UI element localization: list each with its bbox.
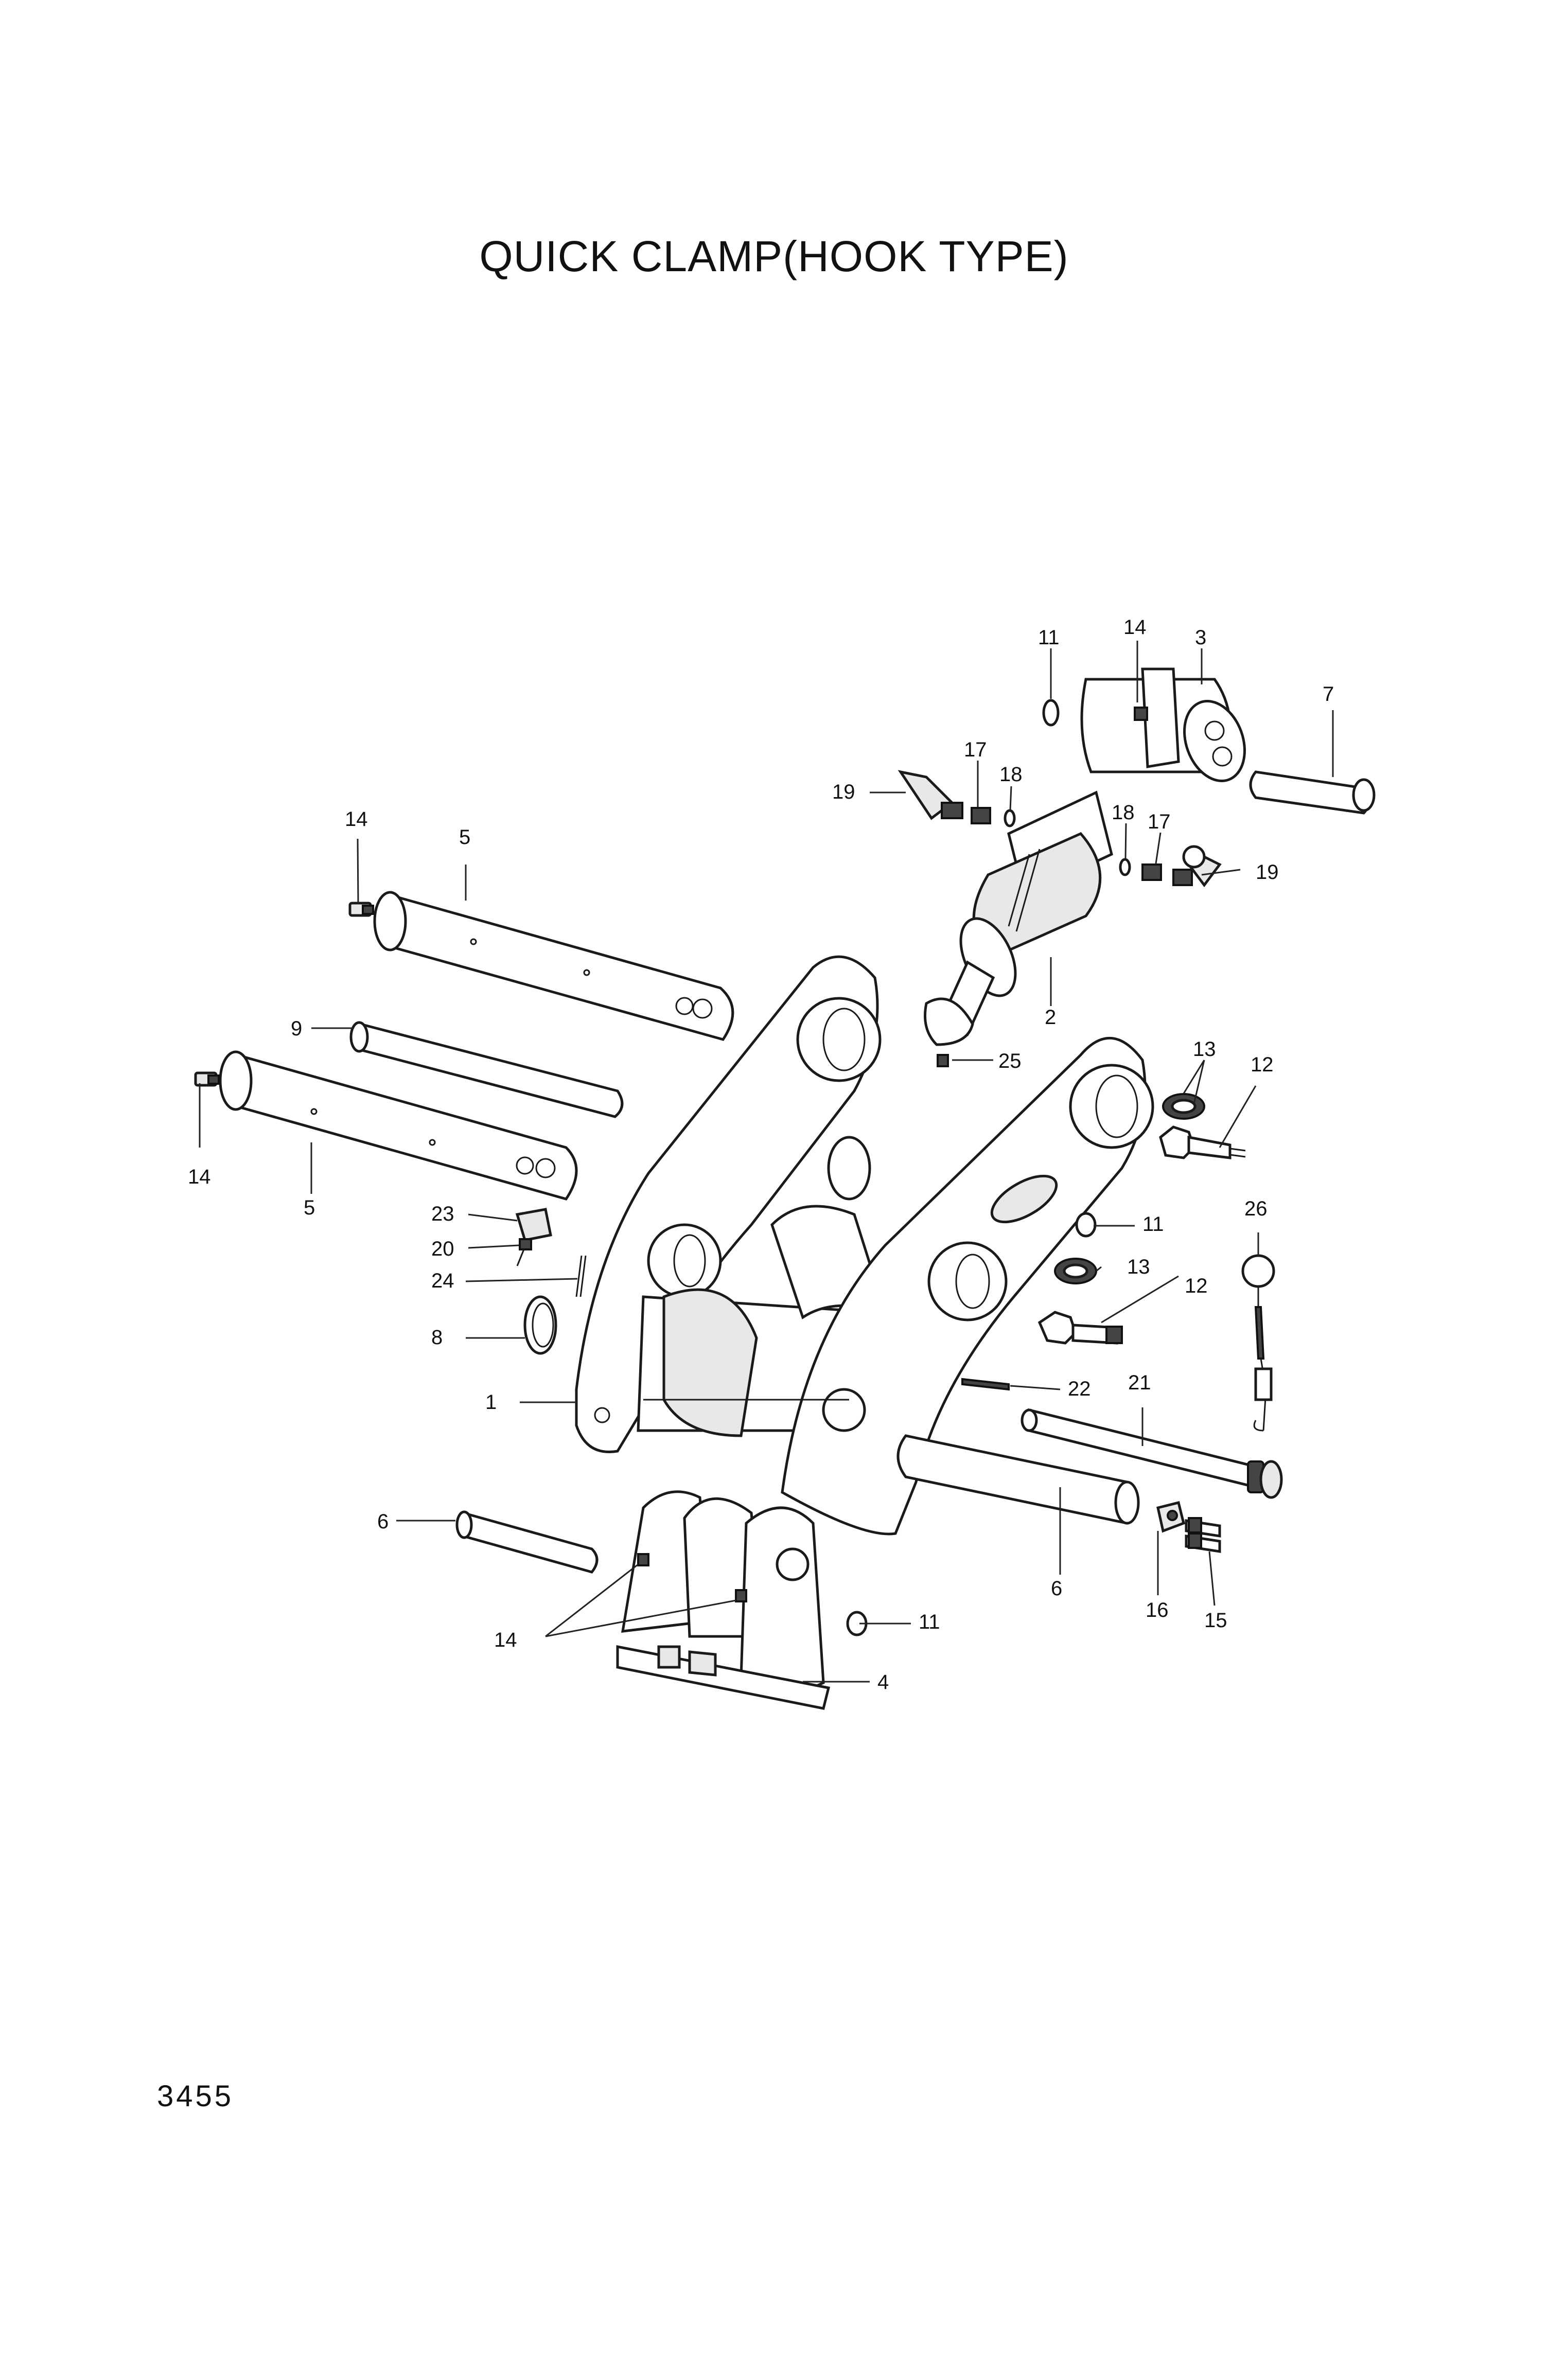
bolt-part-12-lower: [1037, 1311, 1123, 1345]
pin-part-7: [455, 1510, 599, 1574]
callout-16: 16: [1146, 1599, 1169, 1621]
screw-part-20: [516, 1238, 532, 1266]
callout-13-upper: 13: [1193, 1038, 1216, 1061]
callout-20: 20: [431, 1238, 454, 1260]
callout-9: 9: [291, 1017, 302, 1040]
callout-labels: 11 14 3 7 17 18 19 18 17 19 14 5 2 25 13…: [188, 616, 1334, 1694]
callout-10: 8: [431, 1326, 443, 1349]
o-ring-part-11-a: [1042, 699, 1060, 727]
grease-nipple-part-23: [937, 1054, 949, 1067]
pin-part-8: [1249, 770, 1376, 815]
leader-lines: [199, 641, 1334, 1683]
callout-17-right: 17: [1148, 810, 1171, 833]
callout-6: 6: [1051, 1577, 1062, 1600]
callout-8: 7: [1323, 683, 1334, 706]
callout-14-bottom: 14: [494, 1629, 517, 1651]
callout-12-upper: 12: [1251, 1053, 1274, 1076]
callout-19-right: 19: [1256, 861, 1279, 884]
callout-4: 3: [1195, 626, 1206, 649]
lanyard-pin-part-26: [1241, 1254, 1275, 1432]
bracket-part-22: [515, 1208, 552, 1242]
callout-2: 2: [1045, 1006, 1056, 1029]
callout-25: 24: [431, 1270, 454, 1292]
bolt-part-12-upper: [1159, 1125, 1246, 1159]
plate-part-16: [1156, 1501, 1185, 1533]
callout-5-upper: 5: [459, 826, 470, 849]
callout-23: 25: [998, 1050, 1022, 1072]
hook-part-3: [616, 1490, 831, 1710]
callout-11-mid: 11: [1142, 1213, 1164, 1236]
split-pin-part-25: [575, 1255, 587, 1297]
page-title: QUICK CLAMP(HOOK TYPE): [479, 232, 1069, 280]
callout-7: 6: [377, 1510, 389, 1533]
washer-part-13-lower: [1054, 1258, 1097, 1284]
elbow-fitting-part-19-right: [1172, 845, 1222, 888]
o-ring-part-11-b: [1075, 1212, 1097, 1238]
pin-part-5-lower: [219, 1050, 578, 1201]
callout-24: 21: [1128, 1371, 1151, 1394]
cylinder-block-part-4: [1080, 667, 1246, 782]
o-ring-part-18-left: [1004, 809, 1016, 827]
bolts-part-15: [1185, 1517, 1221, 1553]
roll-pin-part-21: [961, 1378, 1010, 1391]
quick-clamp-body-part-1: [575, 955, 1154, 1536]
callout-14-left: 14: [188, 1166, 211, 1188]
pin-part-5-upper: [373, 891, 734, 1041]
callout-11-top: 11: [1038, 626, 1060, 649]
callout-5-lower: 5: [304, 1196, 315, 1219]
adapter-part-17-left: [971, 807, 991, 824]
callout-21: 22: [1068, 1378, 1091, 1400]
callout-19-left: 19: [832, 781, 855, 803]
callout-11-bottom: 11: [919, 1611, 940, 1633]
callout-18-right: 18: [1112, 801, 1135, 824]
long-pin-part-24: [1021, 1408, 1283, 1499]
callout-13-lower: 13: [1127, 1256, 1150, 1278]
o-ring-part-18-right: [1119, 858, 1131, 876]
callout-14-upper-left: 14: [345, 808, 368, 831]
callout-17-left: 17: [964, 738, 987, 761]
callout-22: 23: [431, 1203, 454, 1225]
callout-1: 1: [485, 1391, 497, 1414]
callout-12-lower: 12: [1185, 1275, 1208, 1297]
adapter-part-17-right: [1141, 863, 1162, 881]
callout-15: 15: [1204, 1609, 1227, 1632]
circlip-part-10: [523, 1295, 557, 1355]
grease-nipple-part-14-a: [348, 902, 374, 917]
callout-18-left: 18: [999, 763, 1023, 786]
hydraulic-cylinder-part-2: [924, 790, 1113, 1046]
callout-14-top: 14: [1123, 616, 1147, 639]
pin-part-6: [896, 1434, 1140, 1525]
callout-26: 26: [1244, 1197, 1268, 1220]
pin-part-9: [349, 1021, 624, 1118]
callout-3: 4: [877, 1671, 889, 1694]
washer-part-13-upper: [1162, 1093, 1205, 1120]
elbow-fitting-part-19-left: [898, 770, 963, 820]
page-number: 3455: [157, 2079, 234, 2113]
grease-nipple-part-14-b: [194, 1071, 220, 1087]
